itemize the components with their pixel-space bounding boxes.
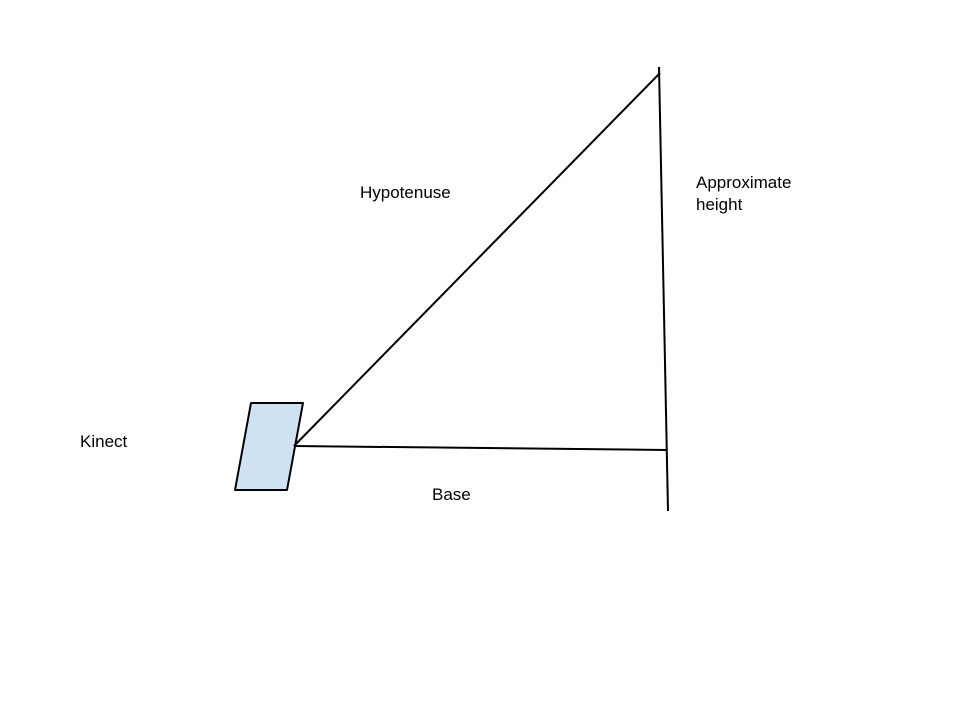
kinect-sensor-shape bbox=[234, 402, 304, 491]
height-label-line2: height bbox=[696, 195, 743, 214]
height-line bbox=[658, 66, 669, 512]
kinect-label: Kinect bbox=[80, 432, 128, 451]
height-label-line1: Approximate bbox=[696, 173, 792, 192]
hypotenuse-label: Hypotenuse bbox=[360, 183, 451, 202]
height-label: Approximate height bbox=[696, 172, 791, 216]
hypotenuse-line bbox=[293, 72, 661, 447]
base-line bbox=[293, 445, 668, 451]
base-label: Base bbox=[432, 485, 471, 504]
